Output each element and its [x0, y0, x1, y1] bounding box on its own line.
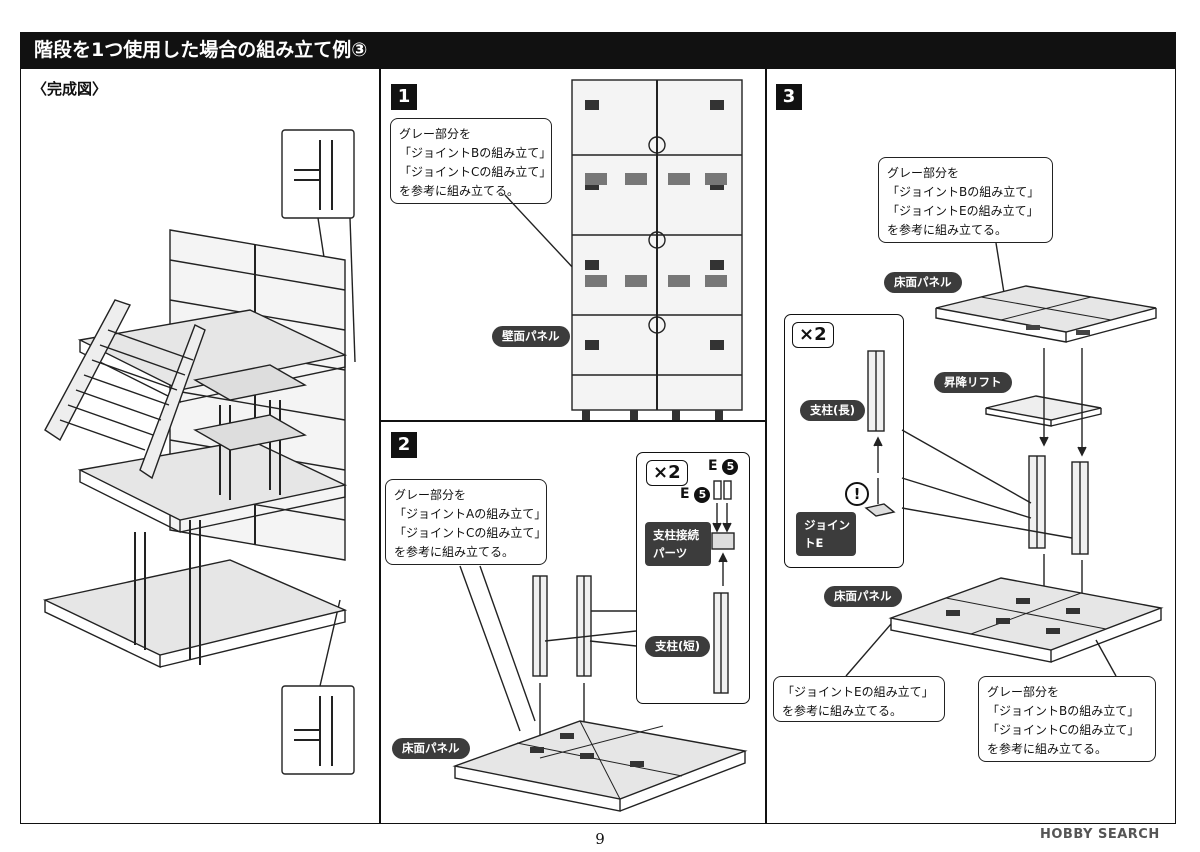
step-3-illustration: [845, 242, 1164, 677]
step-3-bottom-floor-panel-label: 床面パネル: [824, 586, 902, 607]
step-3-top-callout-line-4: を参考に組み立てる。: [887, 223, 1008, 237]
step-2-callout-line-3: 「ジョイントCの組み立て」: [394, 526, 547, 540]
step-3-right-callout-line-4: を参考に組み立てる。: [987, 742, 1108, 756]
step-2-part-code-2: E 5: [680, 486, 711, 503]
pillar-connector-label: 支柱接続 パーツ: [645, 522, 711, 566]
completed-heading: 〈完成図〉: [32, 80, 108, 98]
step-3-right-callout: グレー部分を 「ジョイントBの組み立て」 「ジョイントCの組み立て」 を参考に組…: [978, 676, 1156, 762]
step-3-left-callout: 「ジョイントEの組み立て」 を参考に組み立てる。: [773, 676, 945, 722]
joint-e-label-line-1: ジョイン: [804, 518, 850, 532]
step-3-right-callout-line-2: 「ジョイントBの組み立て」: [987, 704, 1140, 718]
wall-panel-label: 壁面パネル: [492, 326, 570, 347]
step-1-callout-line-2: 「ジョイントBの組み立て」: [399, 146, 552, 160]
step-3-top-callout-line-2: 「ジョイントBの組み立て」: [887, 185, 1040, 199]
page-title: 階段を1つ使用した場合の組み立て例③: [20, 32, 1176, 68]
step-2-callout-line-4: を参考に組み立てる。: [394, 545, 515, 559]
step-1-number: 1: [391, 84, 417, 110]
part-code-letter: E: [680, 486, 690, 502]
step-3-right-callout-line-3: 「ジョイントCの組み立て」: [987, 723, 1140, 737]
step-3-top-callout-line-3: 「ジョイントEの組み立て」: [887, 204, 1039, 218]
part-number-circle: 5: [694, 487, 711, 503]
step-2-callout: グレー部分を 「ジョイントAの組み立て」 「ジョイントCの組み立て」 を参考に組…: [385, 479, 547, 565]
divider-right: [765, 68, 767, 824]
long-pillar-label: 支柱(長): [800, 400, 866, 421]
step-1-wall-panel-illustration: [504, 79, 743, 420]
step-1-callout: グレー部分を 「ジョイントBの組み立て」 「ジョイントCの組み立て」 を参考に組…: [390, 118, 552, 204]
step-3-top-floor-panel-label: 床面パネル: [884, 272, 962, 293]
step-3-left-callout-line-2: を参考に組み立てる。: [782, 704, 903, 718]
part-code-letter: E: [708, 458, 718, 474]
step-3-right-callout-line-1: グレー部分を: [987, 685, 1060, 699]
step-2-floor-panel-label: 床面パネル: [392, 738, 470, 759]
instruction-frame: [20, 68, 1176, 824]
joint-e-label: ジョイン トE: [796, 512, 856, 556]
short-pillar-label: 支柱(短): [645, 636, 711, 657]
step-2-part-code-1: E 5: [708, 458, 739, 475]
divider-step1-step2: [379, 420, 766, 422]
page-number: 9: [595, 830, 605, 848]
step-2-illustration: [452, 480, 748, 812]
warning-icon: !: [845, 482, 869, 506]
step-2-multiplier: ×2: [646, 460, 688, 486]
divider-left: [379, 68, 381, 824]
lift-label: 昇降リフト: [934, 372, 1012, 393]
part-number-circle: 5: [722, 459, 739, 475]
step-3-multiplier: ×2: [792, 322, 834, 348]
step-3-number: 3: [776, 84, 802, 110]
step-3-top-callout: グレー部分を 「ジョイントBの組み立て」 「ジョイントEの組み立て」 を参考に組…: [878, 157, 1053, 243]
joint-e-label-line-2: トE: [804, 536, 824, 550]
step-1-callout-line-3: 「ジョイントCの組み立て」: [399, 165, 552, 179]
step-3-top-callout-line-1: グレー部分を: [887, 166, 960, 180]
step-1-callout-line-4: を参考に組み立てる。: [399, 184, 520, 198]
step-2-callout-line-1: グレー部分を: [394, 488, 467, 502]
step-2-number: 2: [391, 432, 417, 458]
completed-assembly-illustration: [42, 129, 356, 775]
step-1-callout-line-1: グレー部分を: [399, 127, 472, 141]
watermark: HOBBY SEARCH: [1040, 827, 1160, 842]
pillar-connector-label-line-2: パーツ: [653, 546, 688, 560]
step-3-left-callout-line-1: 「ジョイントEの組み立て」: [782, 685, 934, 699]
step-2-callout-line-2: 「ジョイントAの組み立て」: [394, 507, 547, 521]
pillar-connector-label-line-1: 支柱接続: [653, 528, 699, 542]
